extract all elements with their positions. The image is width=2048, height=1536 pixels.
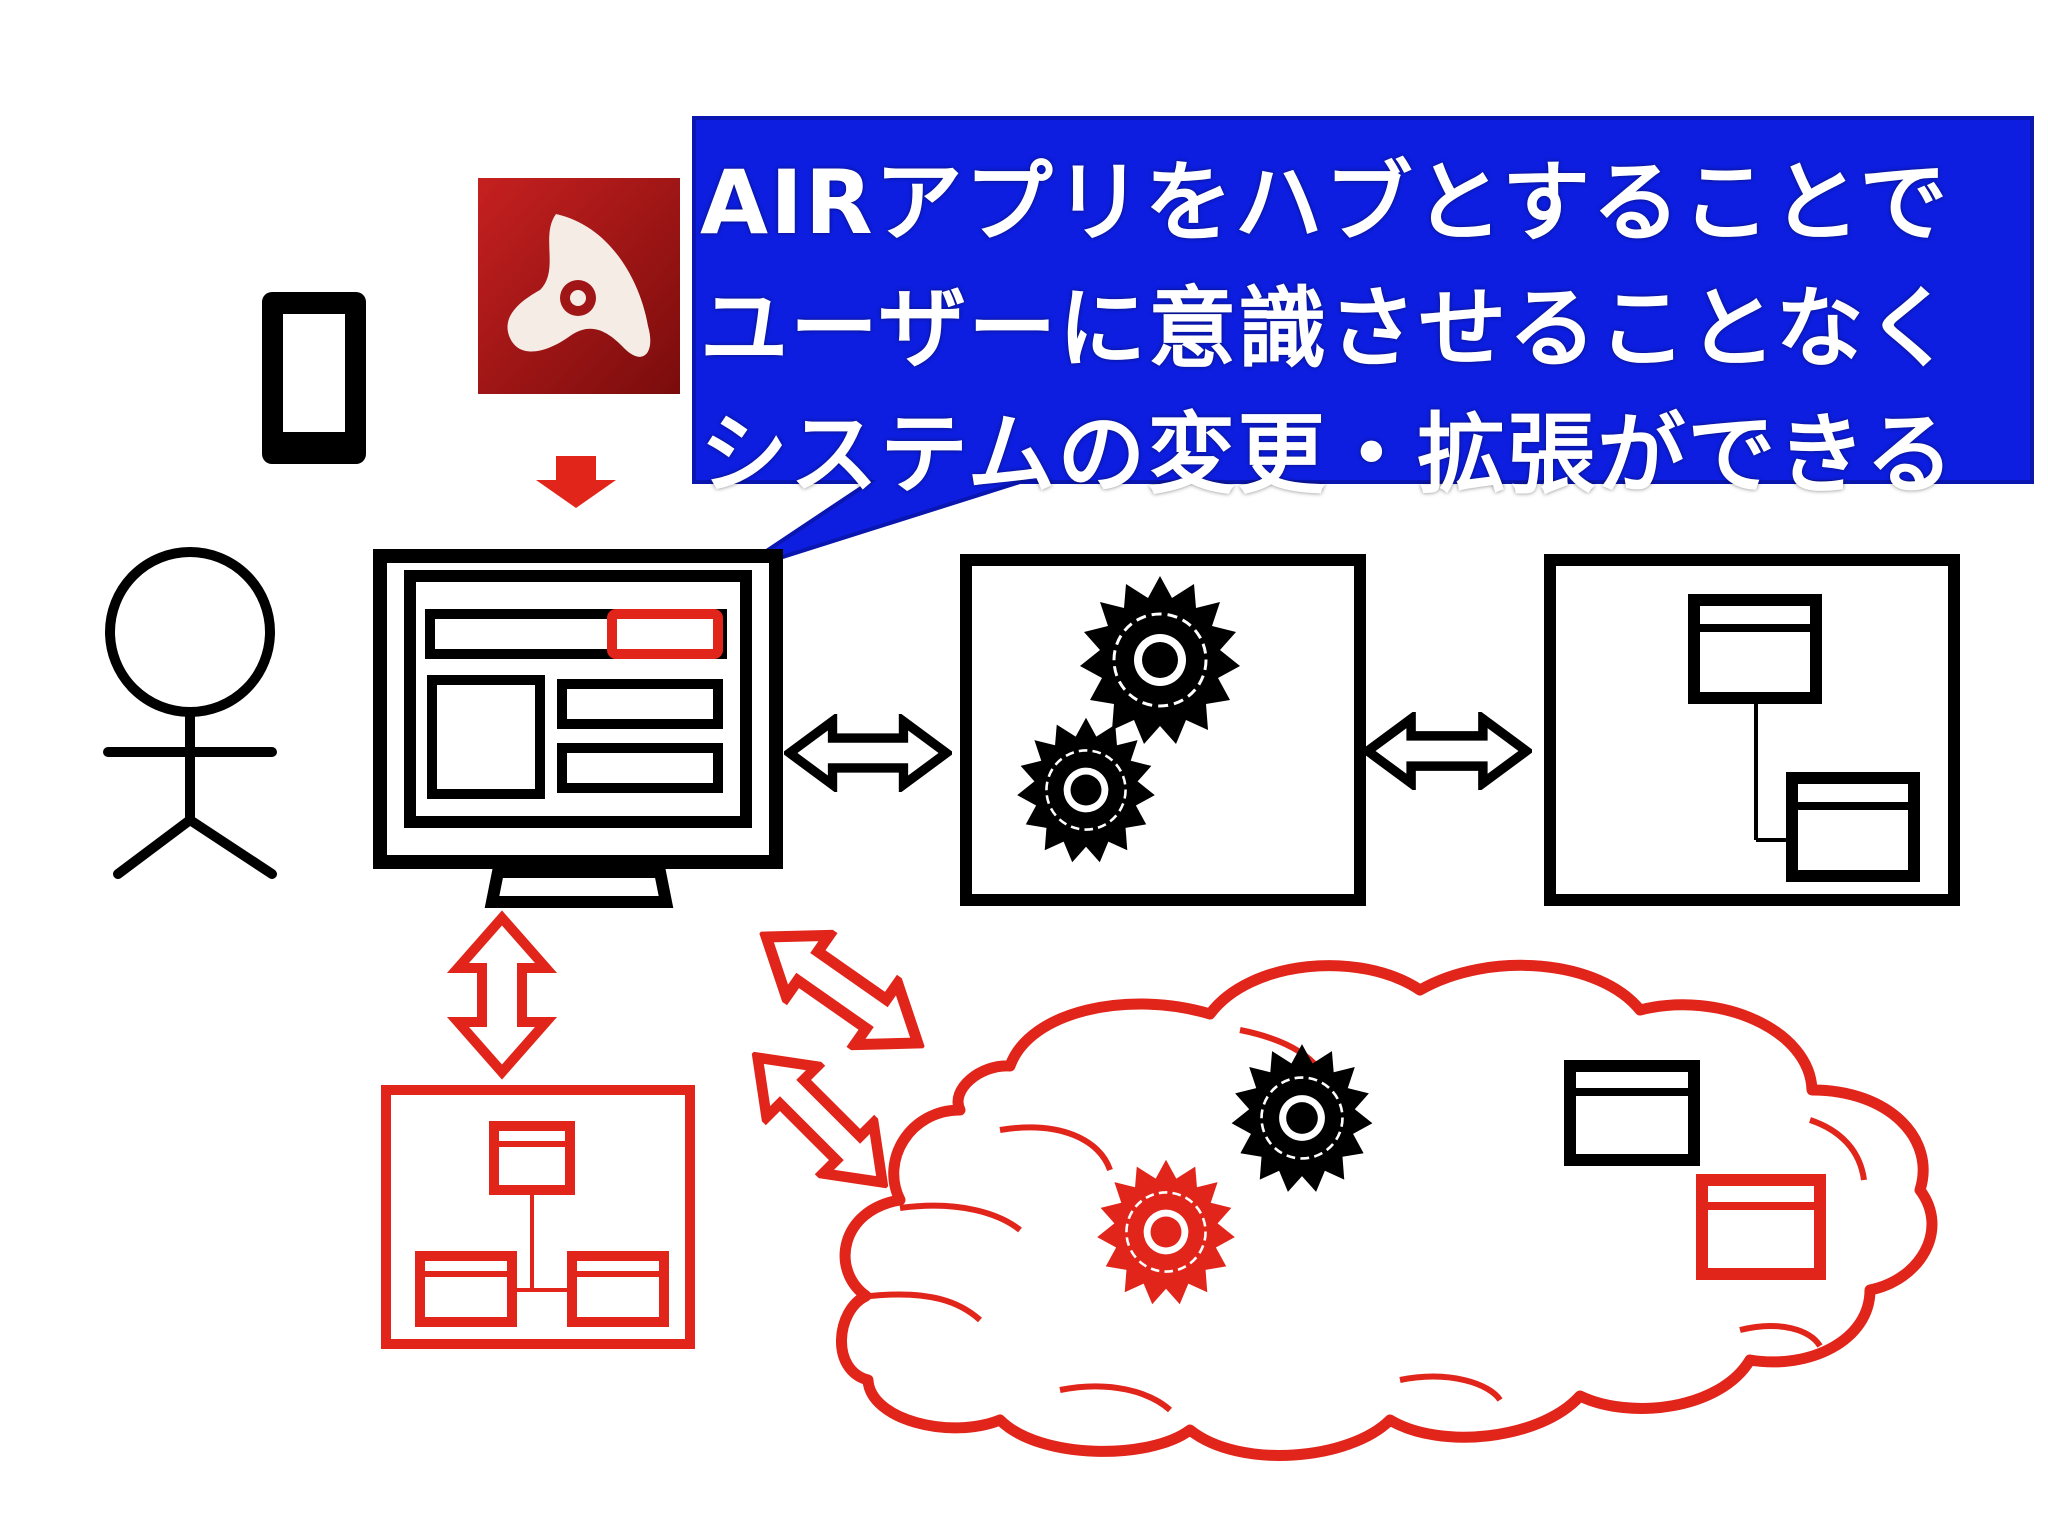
callout-line: システムの変更・拡張ができる <box>700 403 1956 506</box>
cloud-icon <box>836 959 1938 1461</box>
gears-server-icon <box>960 554 1366 906</box>
callout-bubble <box>692 116 2034 574</box>
callout-line: ユーザーに意識させることなく <box>700 277 1956 380</box>
double-arrow-icon <box>446 910 558 1080</box>
database-tree-icon <box>381 1085 695 1349</box>
stick-figure-icon <box>103 547 277 879</box>
down-arrow-icon <box>536 456 616 508</box>
database-tree-icon <box>1544 554 1960 906</box>
smartphone-icon <box>262 292 366 464</box>
adobe-air-logo-icon <box>478 178 680 394</box>
callout-line: AIRアプリをハブとすることで <box>700 151 1950 254</box>
monitor-icon <box>373 549 783 908</box>
callout-text: AIRアプリをハブとすることで ユーザーに意識させることなく システムの変更・拡… <box>700 140 2020 518</box>
